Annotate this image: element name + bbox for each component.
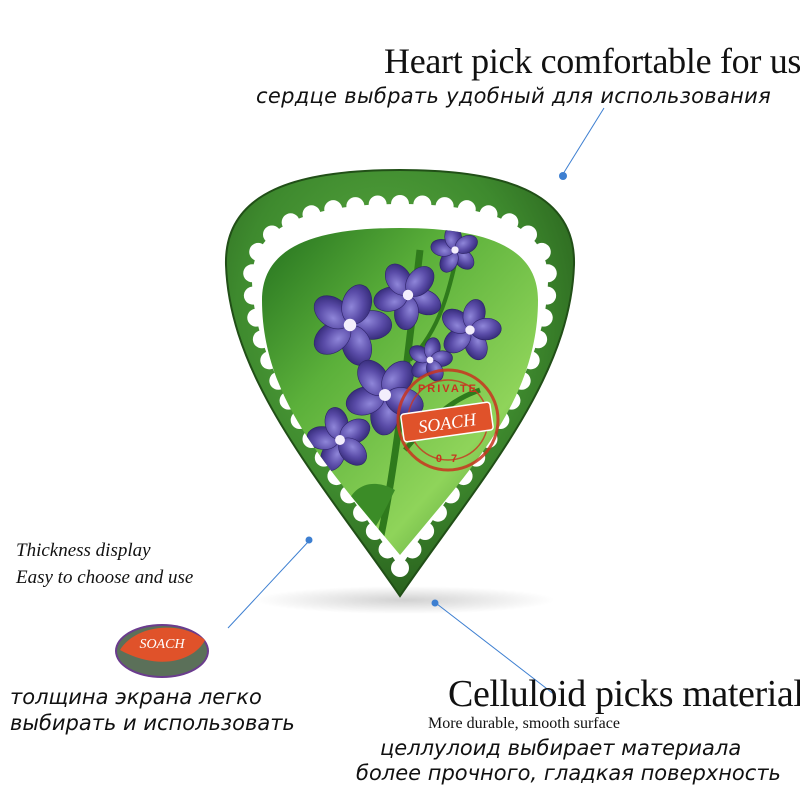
label-thickness-ru-1: толщина экрана легко bbox=[10, 685, 262, 709]
label-thickness-ru-2: выбирать и использовать bbox=[10, 711, 295, 735]
heading-heart-pick-ru: сердце выбрать удобный для использования bbox=[256, 84, 772, 108]
soach-stamp-logo: PRIVATE 0 7 SOACH bbox=[396, 368, 500, 472]
heading-heart-pick: Heart pick comfortable for use bbox=[384, 41, 800, 81]
soach-badge-logo: SOACH bbox=[115, 624, 209, 678]
svg-text:0 7: 0 7 bbox=[436, 453, 460, 465]
svg-text:SOACH: SOACH bbox=[139, 637, 185, 652]
svg-text:PRIVATE: PRIVATE bbox=[418, 383, 478, 395]
label-celluloid-ru-2: более прочного, гладкая поверхность bbox=[356, 761, 781, 785]
label-easy-choose: Easy to choose and use bbox=[16, 567, 194, 588]
label-thickness-display: Thickness display bbox=[16, 540, 151, 561]
label-celluloid-ru-1: целлулоид выбирает материала bbox=[380, 736, 742, 760]
label-more-durable: More durable, smooth surface bbox=[428, 715, 620, 732]
heading-celluloid: Celluloid picks material bbox=[448, 673, 800, 715]
